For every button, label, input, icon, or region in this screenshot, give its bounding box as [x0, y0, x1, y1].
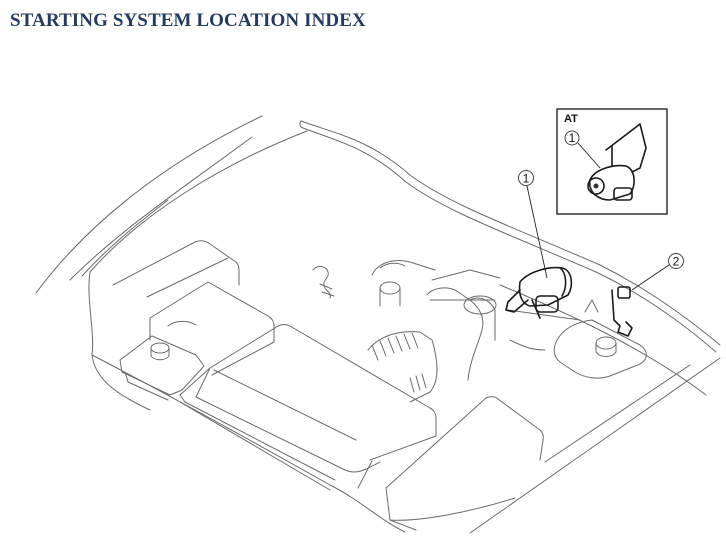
at-inset: AT 1: [556, 108, 668, 215]
right-fender-line: [499, 284, 707, 396]
cowl-rail: [299, 120, 721, 353]
washer-reservoir: [119, 335, 205, 401]
callout-1[interactable]: 1: [518, 170, 548, 279]
engine-line-2: [507, 309, 581, 321]
starter-motor-icon: [505, 266, 573, 319]
engine-intake: [312, 260, 501, 381]
page-title: STARTING SYSTEM LOCATION INDEX: [10, 10, 366, 31]
air-cleaner-box: [179, 324, 437, 489]
intake-plenum: [367, 331, 438, 403]
front-right-box: [385, 396, 544, 531]
callout-2-number: 2: [673, 255, 680, 269]
front-edge-line-2: [179, 401, 331, 491]
at-inset-callout-number: 1: [569, 131, 576, 145]
at-inset-label: AT: [564, 113, 578, 125]
brake-reservoir: [553, 299, 647, 379]
callout-1-number: 1: [523, 172, 530, 186]
fender-outline: [35, 115, 308, 411]
connector-bracket-icon: [611, 286, 633, 337]
at-starter-icon: [587, 123, 647, 201]
right-edge-line-2: [544, 364, 691, 463]
right-edge-line-1: [469, 357, 721, 534]
fuse-box: [112, 240, 275, 376]
engine-line-3: [509, 339, 546, 351]
callout-2[interactable]: 2: [631, 253, 684, 291]
front-edge-line: [91, 354, 406, 533]
